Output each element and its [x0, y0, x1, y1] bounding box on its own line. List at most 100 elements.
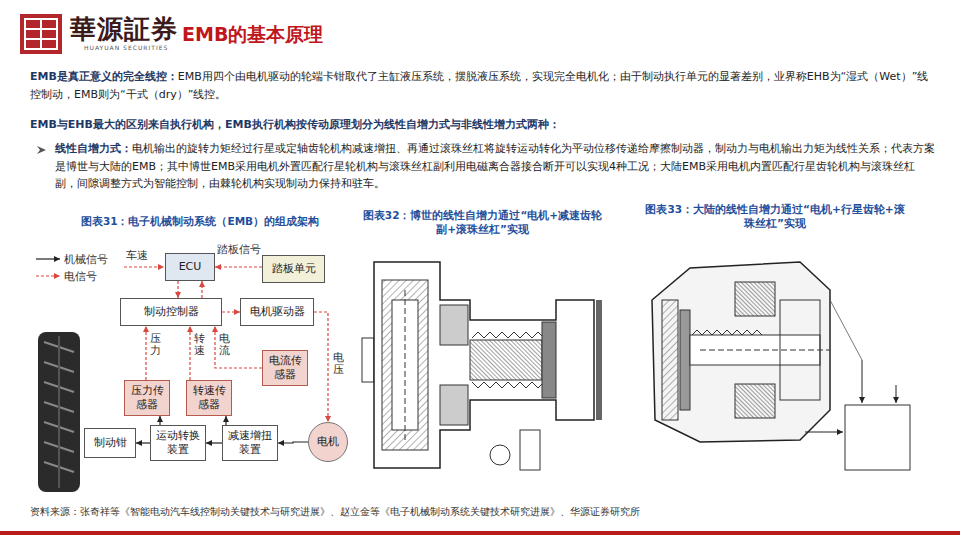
signal-connector [201, 281, 202, 298]
bullet-symbol [37, 146, 46, 154]
figure-title: 图表33：大陆的线性自增力通过“电机+行星齿轮+滚珠丝杠”实现 [645, 203, 904, 229]
text-block: EMB与EHB最大的区别来自执行机构，EMB执行机构按传动原理划分为线性自增力式… [30, 116, 935, 134]
bosch-emb-section [362, 338, 374, 382]
ecu-box: ECU [165, 253, 215, 281]
continental-emb-section [662, 300, 678, 420]
node-text: 压力传感器 [129, 384, 165, 412]
node-text: 踏板单元 [272, 262, 316, 276]
figure-title: 图表32：博世的线性自增力通过“电机+减速齿轮副+滚珠丝杠”实现 [363, 209, 602, 235]
signal-label: 车速 [126, 249, 148, 262]
continental-emb-section [700, 350, 830, 351]
bosch-emb-section [405, 290, 406, 440]
logo-subtitle: HUAYUAN SECURITIES [84, 44, 168, 51]
signal-connector [222, 311, 240, 312]
footer-bar [0, 531, 960, 535]
signal-connector [215, 266, 262, 267]
text-block: 图表33：大陆的线性自增力通过“电机+行星齿轮+滚珠丝杠”实现 [640, 202, 910, 230]
node-text: 电流传感器 [267, 354, 303, 382]
motor-circle: 电机 [308, 422, 348, 462]
node-text: 减速增扭装置 [227, 429, 273, 457]
mechanical-connector [225, 416, 226, 425]
continental-emb-section [896, 385, 897, 403]
logo-icon [20, 14, 62, 54]
edge-label: 转速 [194, 333, 205, 357]
text-block: 线性自增力式：电机输出的旋转力矩经过行星或定轴齿轮机构减速增扭、再通过滚珠丝杠将… [55, 140, 935, 193]
sensor-box: 转速传感器 [186, 380, 232, 416]
process-box: 运动转换装置 [150, 425, 206, 461]
bosch-emb-section [362, 262, 602, 470]
signal-connector [314, 312, 328, 422]
legend-text: 机械信号 [64, 252, 108, 267]
legend-samples [36, 275, 60, 276]
continental-emb-section [862, 360, 863, 403]
node-text: 电机 [317, 435, 339, 449]
sensor-box: 压力传感器 [124, 380, 170, 416]
signal-connector [145, 326, 146, 380]
source-note: 资料来源：张奇祥等《智能电动汽车线控制动关键技术与研究进展》、赵立金等《电子机械… [30, 506, 640, 517]
bosch-emb-section [520, 430, 540, 470]
continental-emb-section [652, 262, 910, 470]
continental-emb-section [735, 282, 775, 316]
bosch-emb-section [472, 382, 544, 388]
bullet-text: 电机输出的旋转力矩经过行星或定轴齿轮机构减速增扭、再通过滚珠丝杠将旋转运动转化为… [55, 142, 935, 190]
bullet-symbol [37, 146, 46, 154]
pedal-unit-box: 踏板单元 [262, 255, 325, 283]
logo-icon [20, 14, 62, 54]
text-block: EMB是真正意义的完全线控：EMB用四个由电机驱动的轮端卡钳取代了主缸液压系统，… [30, 68, 935, 103]
bosch-emb-section [374, 262, 594, 468]
bosch-emb-section [440, 385, 468, 425]
edge-label: 电压 [333, 352, 344, 376]
text-block: 资料来源：张奇祥等《智能电动汽车线控制动关键技术与研究进展》、赵立金等《电子机械… [30, 505, 640, 519]
bosch-emb-section [382, 280, 428, 450]
continental-emb-section [692, 330, 762, 335]
bosch-emb-section [440, 305, 468, 345]
continental-emb-section [845, 405, 910, 470]
signal-connector [177, 281, 178, 298]
node-text: 电机驱动器 [250, 305, 305, 319]
text-block: 图表31：电子机械制动系统（EMB）的组成架构 [55, 214, 345, 228]
mechanical-connector [136, 442, 150, 443]
process-box: 减速增扭装置 [222, 425, 278, 461]
circle-shape [309, 423, 348, 462]
logo-icon [25, 19, 57, 49]
section-heading: EMB与EHB最大的区别来自执行机构，EMB执行机构按传动原理划分为线性自增力式… [30, 118, 560, 131]
mechanical-connector [159, 416, 160, 425]
node-text: ECU [179, 260, 202, 274]
edge-label: 电流 [219, 333, 230, 357]
text-block: 图表32：博世的线性自增力通过“电机+减速齿轮副+滚珠丝杠”实现 [360, 208, 605, 236]
legend-text: 电信号 [64, 269, 97, 284]
continental-emb-section [680, 310, 690, 410]
tire [38, 332, 80, 492]
speed-input-arrow [124, 266, 164, 267]
bullet-heading: 线性自增力式： [55, 142, 132, 155]
logo-icon [40, 19, 42, 49]
mechanical-connector [206, 442, 222, 443]
continental-emb-section [652, 262, 830, 442]
controller-box: 制动控制器 [120, 298, 222, 326]
mechanical-connector [278, 442, 308, 443]
text-block: 華源証券 [70, 12, 178, 47]
node-text: 运动转换装置 [155, 429, 201, 457]
edge-label: 踏板信号 [217, 243, 261, 256]
bosch-emb-section [542, 322, 556, 398]
bosch-emb-section [472, 332, 544, 338]
caliper-box: 制动钳 [84, 428, 136, 458]
continental-emb-section [735, 384, 775, 418]
signal-connector [215, 326, 262, 368]
lead-heading: EMB是真正意义的完全线控： [30, 70, 178, 83]
continental-emb-section [805, 432, 843, 433]
tire [58, 336, 60, 488]
text-block: 车速 [126, 248, 148, 263]
tire [38, 332, 80, 492]
signal-connector [189, 326, 190, 380]
node-text: 制动钳 [94, 436, 127, 450]
sensor-box: 电流传感器 [262, 350, 308, 386]
bosch-emb-section [490, 445, 510, 465]
logo-text: 華源証券 [70, 15, 178, 44]
node-text: 制动控制器 [144, 305, 199, 319]
driver-box: 电机驱动器 [240, 298, 314, 326]
continental-emb-section [830, 300, 862, 360]
legend-samples [36, 259, 60, 276]
